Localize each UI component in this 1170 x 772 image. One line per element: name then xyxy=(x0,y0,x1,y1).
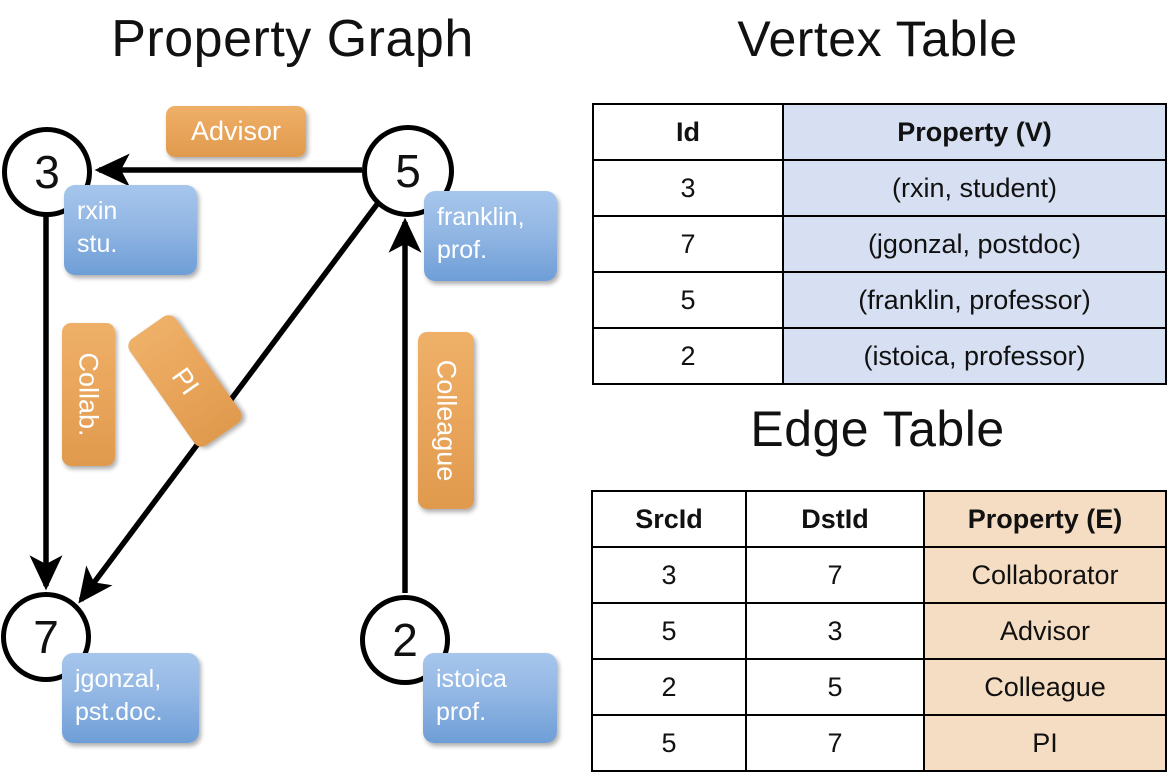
vertex-table: Id Property (V) 3 (rxin, student) 7 (jgo… xyxy=(592,103,1167,385)
vertex-property-box-3: rxin stu. xyxy=(64,185,197,275)
edge-cell-srcid: 3 xyxy=(591,546,747,604)
vertex-property-box-2: istoica prof. xyxy=(423,653,557,743)
edge-cell-dstid: 3 xyxy=(745,602,925,660)
edge-label-colleague: Colleague xyxy=(418,332,474,509)
table-row: 3 7 Collaborator xyxy=(591,546,1167,604)
table-row: 2 5 Colleague xyxy=(591,658,1167,716)
vertex-property-box-5: franklin, prof. xyxy=(424,191,557,281)
edge-label-pi-text: PI xyxy=(165,361,206,400)
table-row: 2 (istoica, professor) xyxy=(592,327,1167,385)
page-title-property-graph: Property Graph xyxy=(111,10,474,68)
table-row: 5 7 PI xyxy=(591,714,1167,772)
edge-cell-dstid: 7 xyxy=(745,714,925,772)
vertex-cell-property: (jgonzal, postdoc) xyxy=(782,215,1167,273)
vertex-cell-id: 3 xyxy=(592,159,784,217)
edge-label-advisor: Advisor xyxy=(166,106,306,157)
edge-table: SrcId DstId Property (E) 3 7 Collaborato… xyxy=(591,490,1167,772)
edge-cell-property: Collaborator xyxy=(923,546,1167,604)
edge-table-header-row: SrcId DstId Property (E) xyxy=(591,490,1167,548)
vertex-cell-id: 2 xyxy=(592,327,784,385)
edge-cell-dstid: 7 xyxy=(745,546,925,604)
edge-table-col-property: Property (E) xyxy=(923,490,1167,548)
edge-label-collab: Collab. xyxy=(62,323,115,466)
table-row: 3 (rxin, student) xyxy=(592,159,1167,217)
edge-cell-property: Colleague xyxy=(923,658,1167,716)
vertex-table-header-row: Id Property (V) xyxy=(592,103,1167,161)
page-title-vertex-table: Vertex Table xyxy=(737,11,1018,67)
table-row: 5 3 Advisor xyxy=(591,602,1167,660)
edge-label-collab-text: Collab. xyxy=(74,352,105,437)
edge-table-col-srcid: SrcId xyxy=(591,490,747,548)
property-graph-diagram: Advisor Collab. PI Colleague rxin stu. f… xyxy=(0,0,585,760)
edge-cell-srcid: 2 xyxy=(591,658,747,716)
vertex-property-box-7: jgonzal, pst.doc. xyxy=(62,653,199,743)
vertex-cell-id: 5 xyxy=(592,271,784,329)
vertex-cell-property: (rxin, student) xyxy=(782,159,1167,217)
table-row: 5 (franklin, professor) xyxy=(592,271,1167,329)
edge-cell-dstid: 5 xyxy=(745,658,925,716)
edge-cell-srcid: 5 xyxy=(591,714,747,772)
edge-cell-property: Advisor xyxy=(923,602,1167,660)
edge-cell-srcid: 5 xyxy=(591,602,747,660)
graph-node-2[interactable]: 2 xyxy=(360,595,450,685)
table-row: 7 (jgonzal, postdoc) xyxy=(592,215,1167,273)
vertex-cell-property: (istoica, professor) xyxy=(782,327,1167,385)
vertex-table-col-id: Id xyxy=(592,103,784,161)
vertex-table-col-property: Property (V) xyxy=(782,103,1167,161)
vertex-cell-id: 7 xyxy=(592,215,784,273)
edge-label-colleague-text: Colleague xyxy=(431,359,462,482)
edge-table-col-dstid: DstId xyxy=(745,490,925,548)
vertex-cell-property: (franklin, professor) xyxy=(782,271,1167,329)
page-title-edge-table: Edge Table xyxy=(750,401,1005,457)
graph-node-5[interactable]: 5 xyxy=(362,125,454,217)
edge-label-advisor-text: Advisor xyxy=(190,116,282,146)
edge-cell-property: PI xyxy=(923,714,1167,772)
